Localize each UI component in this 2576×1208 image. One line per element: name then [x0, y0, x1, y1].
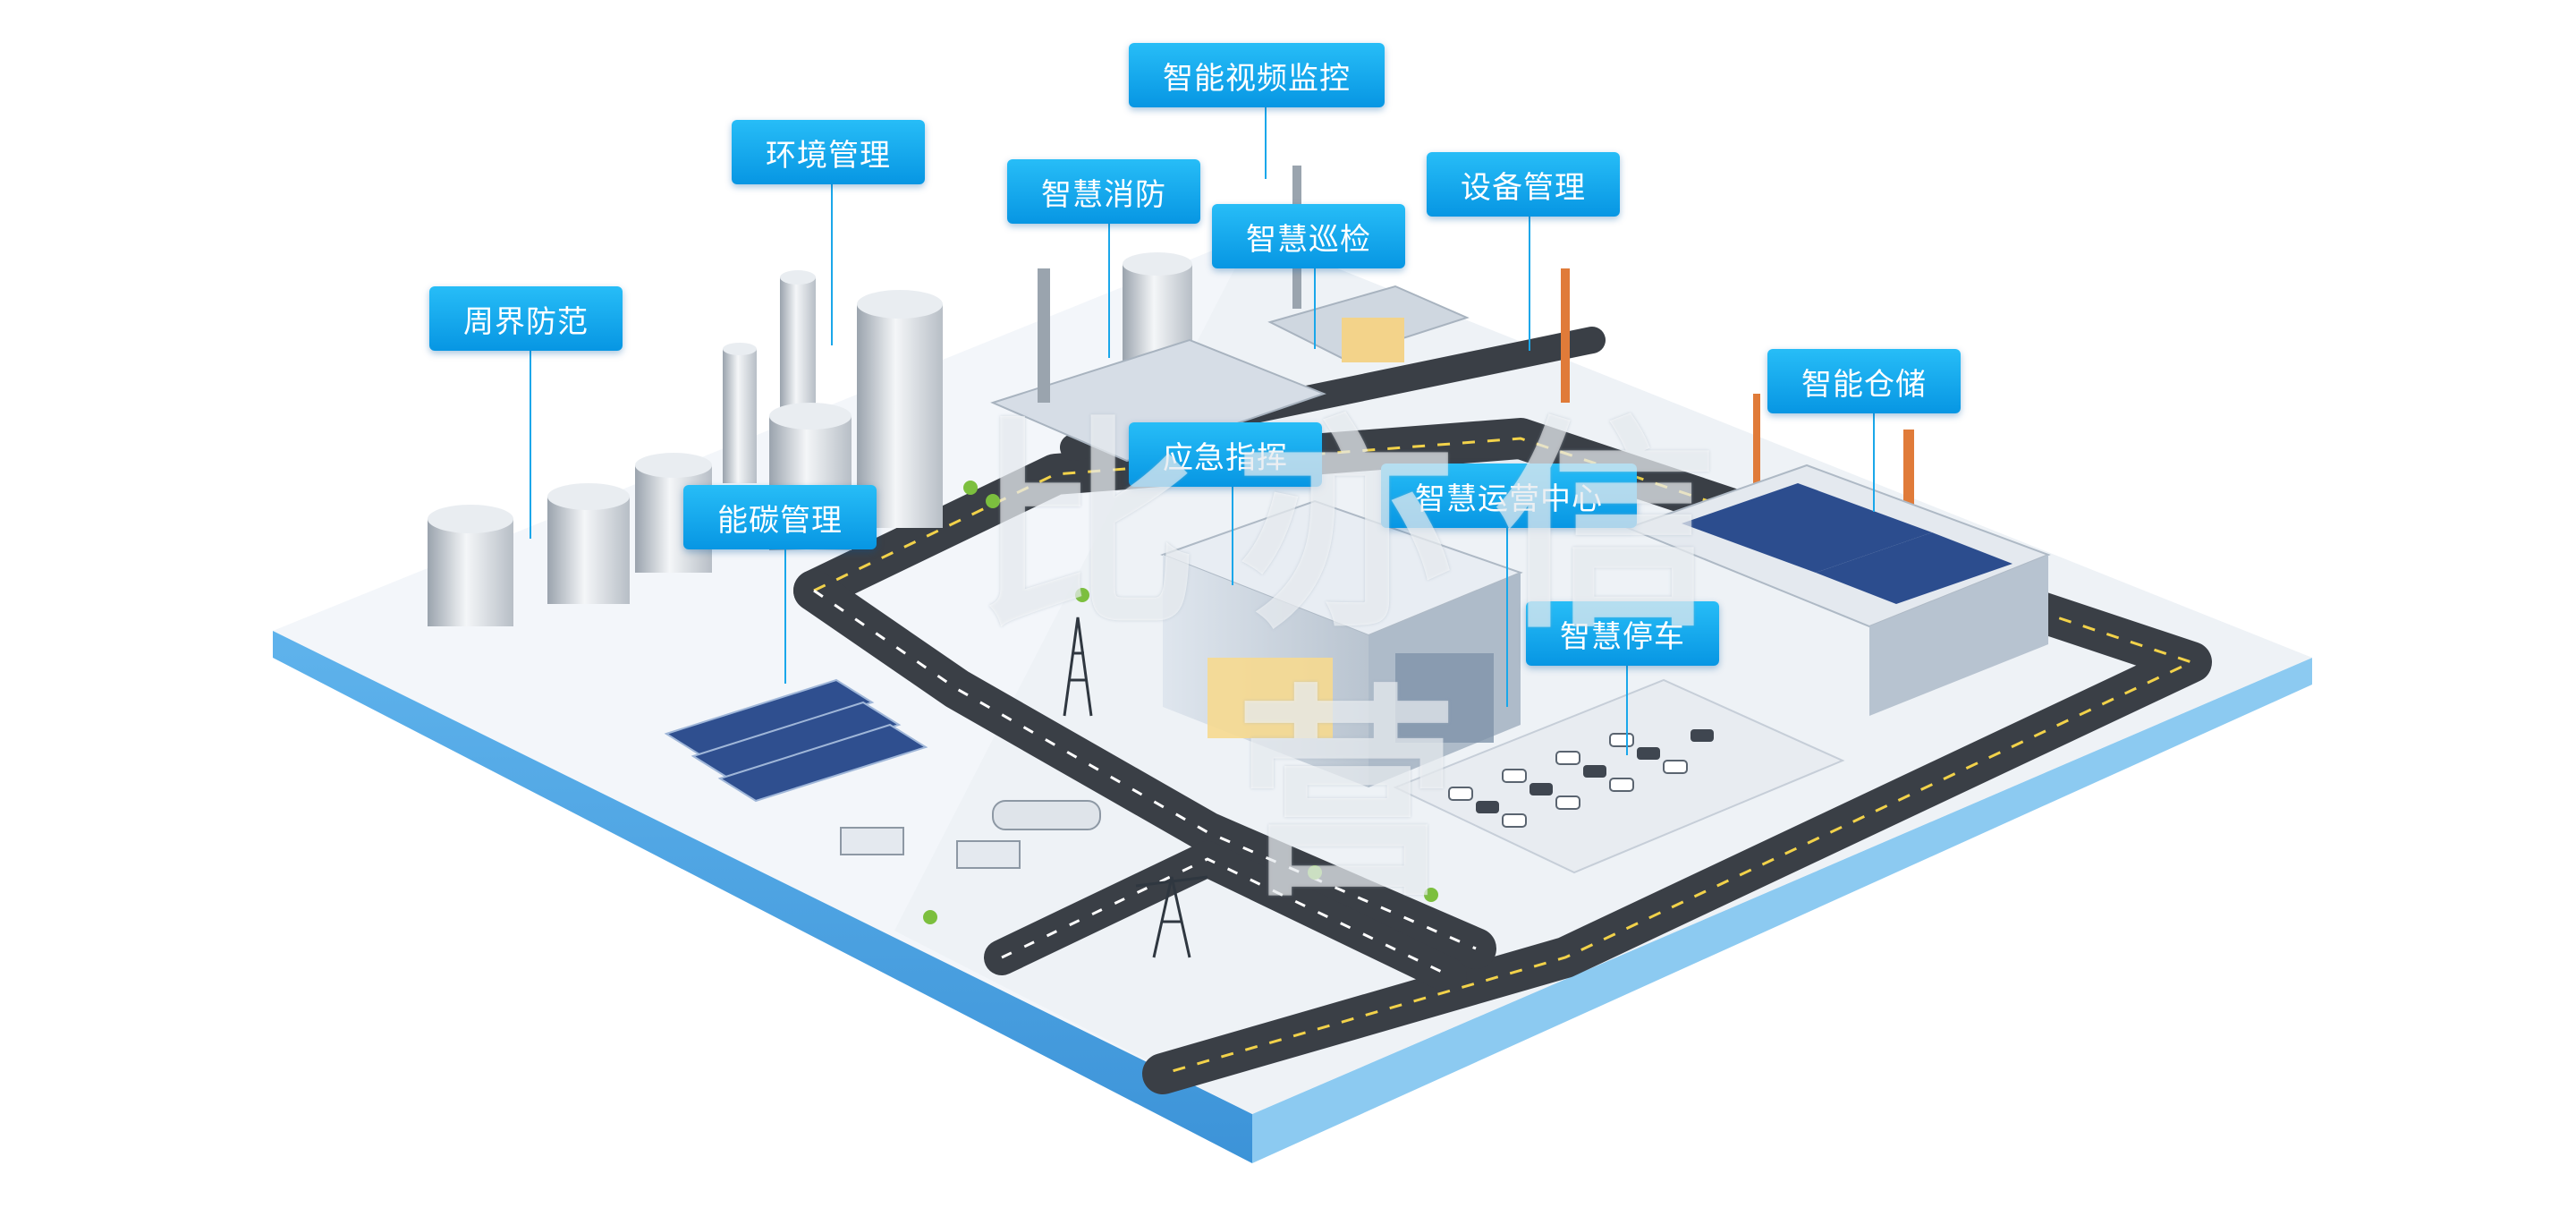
callout-smart-fire-protection: 智慧消防 [1007, 159, 1200, 224]
callout-energy-carbon-management: 能碳管理 [683, 485, 877, 549]
transmission-towers [1063, 617, 1208, 958]
leader-line [1265, 107, 1267, 179]
operations-center-building [1160, 499, 1523, 787]
leader-line [1529, 217, 1530, 351]
road-markings-white [813, 589, 1477, 977]
leader-line [1314, 268, 1316, 349]
callout-smart-operations-center: 智慧运营中心 [1381, 464, 1637, 528]
leader-line [530, 351, 531, 539]
trees [923, 481, 1438, 924]
leader-line [831, 184, 833, 345]
callout-smart-parking: 智慧停车 [1526, 601, 1719, 666]
leader-line [1108, 224, 1110, 358]
callout-emergency-command: 应急指挥 [1129, 422, 1322, 487]
warehouse-building [1625, 464, 2051, 716]
solar-panel-field [664, 678, 928, 803]
leader-line [1626, 666, 1628, 755]
callout-perimeter-protection: 周界防范 [429, 286, 623, 351]
callout-environment-management: 环境管理 [732, 120, 925, 184]
callout-equipment-management: 设备管理 [1427, 152, 1620, 217]
leader-line [1506, 528, 1508, 707]
parking-lot [1393, 678, 1845, 874]
callout-smart-warehousing: 智能仓储 [1767, 349, 1961, 413]
callout-smart-inspection: 智慧巡检 [1212, 204, 1405, 268]
leader-line [1873, 413, 1875, 512]
trucks [840, 800, 1101, 869]
leader-line [784, 549, 786, 684]
leader-line [1232, 487, 1233, 585]
storage-tanks [428, 252, 1192, 626]
callout-smart-video-surveillance: 智能视频监控 [1129, 43, 1385, 107]
